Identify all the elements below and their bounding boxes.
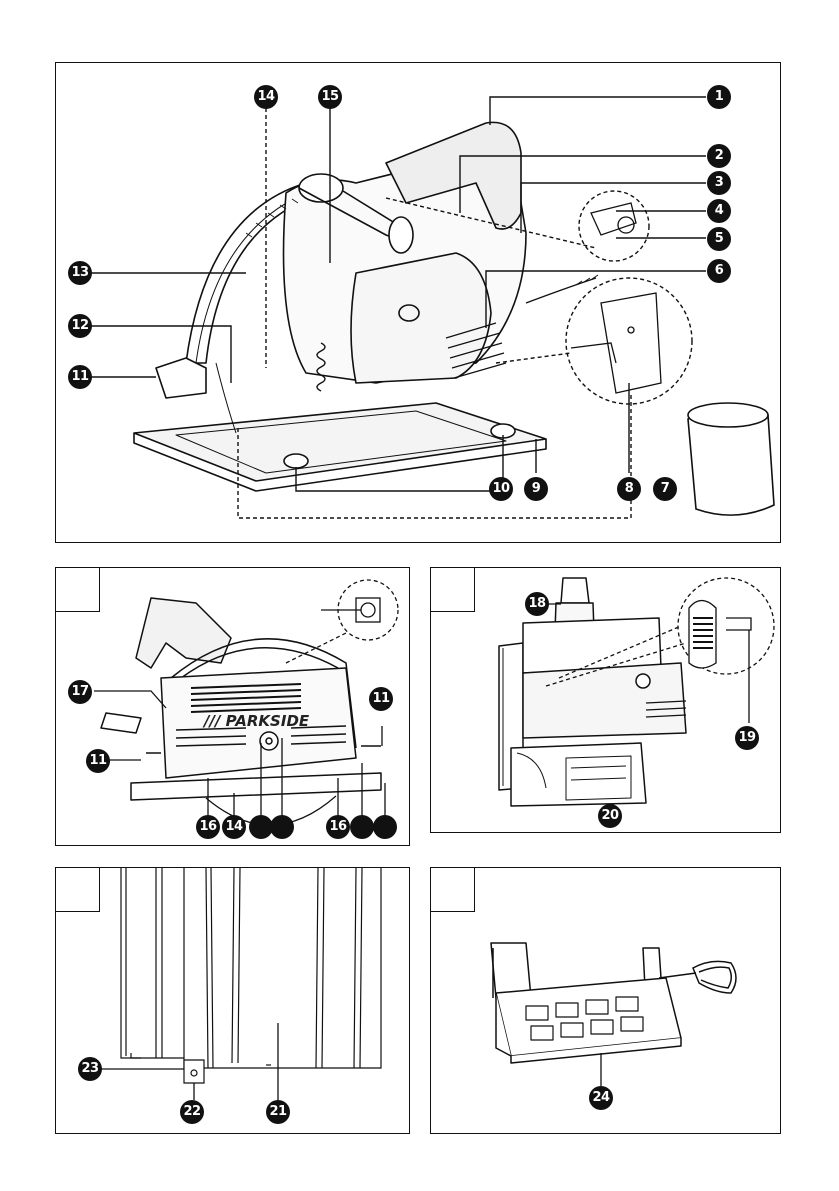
callout-19: 19 (735, 726, 759, 750)
callout-18: 18 (525, 592, 549, 616)
callout-6: 6 (707, 259, 731, 283)
callout-7: 7 (653, 477, 677, 501)
callout-10: 10 (489, 477, 513, 501)
callout-8: 8 (617, 477, 641, 501)
figure-panel-e: 24 (430, 867, 781, 1134)
callout-4: 4 (707, 199, 731, 223)
callout-blank-2 (270, 815, 294, 839)
callout-20: 20 (598, 804, 622, 828)
callout-2: 2 (707, 144, 731, 168)
callout-11-left: 11 (86, 749, 110, 773)
callout-21: 21 (266, 1100, 290, 1124)
callout-15: 15 (318, 85, 342, 109)
callout-blank-3 (350, 815, 374, 839)
guide-rail-drawing (56, 868, 411, 1135)
callout-13: 13 (68, 261, 92, 285)
circular-saw-drawing (56, 63, 782, 544)
callout-23: 23 (78, 1057, 102, 1081)
callout-14: 14 (254, 85, 278, 109)
callout-3: 3 (707, 171, 731, 195)
callout-11: 11 (68, 365, 92, 389)
callout-22: 22 (180, 1100, 204, 1124)
callout-9: 9 (524, 477, 548, 501)
saw-side-view-drawing: /// PARKSIDE (56, 568, 411, 847)
callout-24: 24 (589, 1086, 613, 1110)
callout-5: 5 (707, 227, 731, 251)
figure-panel-d: 23 22 21 (55, 867, 410, 1134)
figure-panel-c: 18 19 20 (430, 567, 781, 833)
figure-panel-b: /// PARKSIDE 17 11 11 16 14 16 (55, 567, 410, 846)
saw-top-view-drawing (431, 568, 782, 834)
callout-blank-4 (373, 815, 397, 839)
brand-label: /// PARKSIDE (202, 712, 310, 730)
callout-17: 17 (68, 680, 92, 704)
callout-16-right: 16 (326, 815, 350, 839)
figure-panel-main: 1 2 3 4 5 6 7 8 9 10 11 12 13 14 15 (55, 62, 781, 543)
callout-16-left: 16 (196, 815, 220, 839)
callout-1: 1 (707, 85, 731, 109)
callout-12: 12 (68, 314, 92, 338)
callout-11-right: 11 (369, 687, 393, 711)
callout-14: 14 (222, 815, 246, 839)
